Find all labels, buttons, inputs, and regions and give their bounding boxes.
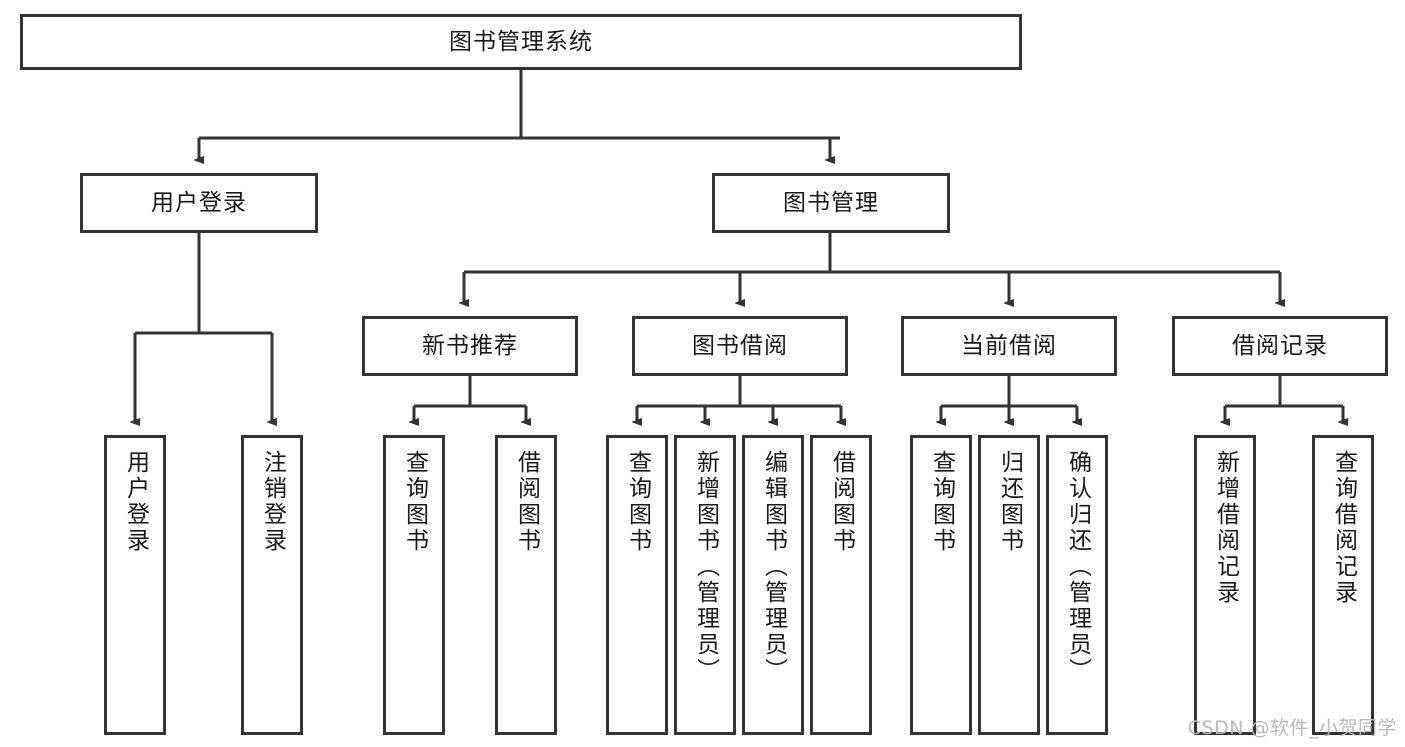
leaf-recommend-borrow-book[interactable]: 借阅图书 (495, 435, 557, 735)
leaf-borrow-edit-book[interactable]: 编辑图书（管理员） (742, 435, 804, 735)
node-new-book-recommend[interactable]: 新书推荐 (362, 316, 578, 376)
leaf-recommend-query-book-label: 查询图书 (401, 450, 428, 554)
node-current-borrow[interactable]: 当前借阅 (901, 316, 1117, 376)
leaf-borrow-borrow-book-label: 借阅图书 (828, 450, 855, 554)
node-book-manage-label: 图书管理 (783, 189, 879, 216)
node-book-manage[interactable]: 图书管理 (712, 173, 950, 233)
leaf-record-add[interactable]: 新增借阅记录 (1194, 435, 1256, 735)
leaf-user-login[interactable]: 用户登录 (104, 435, 166, 735)
leaf-record-query-label: 查询借阅记录 (1330, 450, 1357, 606)
leaf-logout[interactable]: 注销登录 (241, 435, 303, 735)
leaf-borrow-query-book[interactable]: 查询图书 (606, 435, 668, 735)
leaf-record-add-label: 新增借阅记录 (1212, 450, 1239, 606)
node-root-label: 图书管理系统 (449, 28, 593, 55)
node-book-borrow[interactable]: 图书借阅 (632, 316, 848, 376)
node-borrow-record-label: 借阅记录 (1232, 332, 1328, 359)
node-new-book-recommend-label: 新书推荐 (422, 332, 518, 359)
leaf-borrow-borrow-book[interactable]: 借阅图书 (810, 435, 872, 735)
leaf-recommend-query-book[interactable]: 查询图书 (383, 435, 445, 735)
leaf-borrow-add-book-label: 新增图书（管理员） (692, 450, 719, 684)
leaf-record-query[interactable]: 查询借阅记录 (1312, 435, 1374, 735)
node-current-borrow-label: 当前借阅 (961, 332, 1057, 359)
node-user-login-label: 用户登录 (151, 189, 247, 216)
node-user-login[interactable]: 用户登录 (80, 173, 318, 233)
leaf-logout-label: 注销登录 (259, 450, 286, 554)
leaf-current-query-book-label: 查询图书 (928, 450, 955, 554)
leaf-borrow-add-book[interactable]: 新增图书（管理员） (674, 435, 736, 735)
leaf-borrow-edit-book-label: 编辑图书（管理员） (760, 450, 787, 684)
leaf-current-confirm-return-label: 确认归还（管理员） (1064, 450, 1091, 684)
leaf-borrow-query-book-label: 查询图书 (624, 450, 651, 554)
node-root[interactable]: 图书管理系统 (20, 14, 1022, 70)
leaf-user-login-label: 用户登录 (122, 450, 149, 554)
leaf-current-confirm-return[interactable]: 确认归还（管理员） (1046, 435, 1108, 735)
node-book-borrow-label: 图书借阅 (692, 332, 788, 359)
watermark-text: CSDN @软件_小贺同学 (1187, 717, 1397, 739)
leaf-current-return-book-label: 归还图书 (996, 450, 1023, 554)
node-borrow-record[interactable]: 借阅记录 (1172, 316, 1388, 376)
leaf-current-return-book[interactable]: 归还图书 (978, 435, 1040, 735)
leaf-recommend-borrow-book-label: 借阅图书 (513, 450, 540, 554)
leaf-current-query-book[interactable]: 查询图书 (910, 435, 972, 735)
